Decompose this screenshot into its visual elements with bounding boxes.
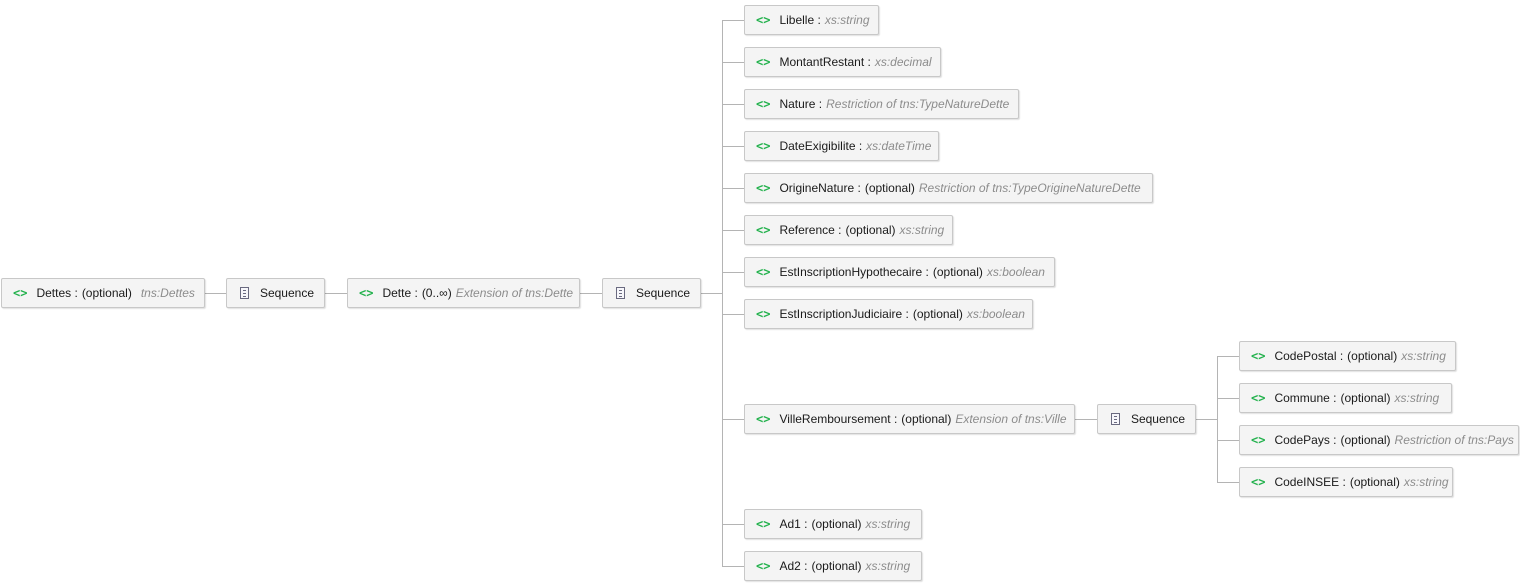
sequence-icon [616, 287, 625, 299]
element-name: CodePays : [1274, 433, 1337, 447]
element-optional: (optional) [912, 307, 963, 321]
sequence-label: Sequence [259, 286, 314, 300]
sequence-label: Sequence [1130, 412, 1185, 426]
element-type: xs:string [1401, 349, 1446, 363]
element-name: VilleRemboursement : [779, 412, 898, 426]
element-icon: <> [756, 139, 771, 153]
element-type: Extension of tns:Dette [455, 286, 574, 300]
element-icon: <> [756, 559, 771, 573]
element-optional: (optional) [1347, 349, 1398, 363]
element-cardinality: (0..∞) [421, 286, 452, 300]
element-type: xs:boolean [986, 265, 1045, 279]
element-type: xs:decimal [874, 55, 932, 69]
element-type: Extension of tns:Ville [955, 412, 1067, 426]
element-type: Restriction of tns:TypeNatureDette [826, 97, 1010, 111]
element-optional: (optional) [81, 286, 132, 300]
element-name: EstInscriptionJudiciaire : [779, 307, 909, 321]
element-name: Commune : [1274, 391, 1337, 405]
element-name: EstInscriptionHypothecaire : [779, 265, 929, 279]
element-icon: <> [756, 181, 771, 195]
element-type: Restriction of tns:TypeOrigineNatureDett… [918, 181, 1141, 195]
element-node-commune[interactable]: <> Commune : (optional) xs:string [1239, 383, 1452, 413]
element-node-nature[interactable]: <> Nature : Restriction of tns:TypeNatur… [744, 89, 1019, 119]
sequence-label: Sequence [635, 286, 690, 300]
element-name: MontantRestant : [779, 55, 871, 69]
sequence-node-ville[interactable]: Sequence [1097, 404, 1196, 434]
element-node-dateexigibilite[interactable]: <> DateExigibilite : xs:dateTime [744, 131, 939, 161]
element-optional: (optional) [1349, 475, 1400, 489]
element-name: Ad1 : [779, 517, 808, 531]
element-optional: (optional) [864, 181, 915, 195]
element-node-libelle[interactable]: <> Libelle : xs:string [744, 5, 879, 35]
element-optional: (optional) [932, 265, 983, 279]
element-type: xs:string [1394, 391, 1440, 405]
sequence-icon [1111, 413, 1120, 425]
element-optional: (optional) [811, 517, 862, 531]
element-type: xs:string [1403, 475, 1449, 489]
element-type: xs:dateTime [866, 139, 932, 153]
element-name: CodeINSEE : [1274, 475, 1346, 489]
element-optional: (optional) [1340, 391, 1391, 405]
element-node-originenature[interactable]: <> OrigineNature : (optional) Restrictio… [744, 173, 1153, 203]
element-icon: <> [756, 265, 771, 279]
element-icon: <> [13, 286, 28, 300]
element-node-codeinsee[interactable]: <> CodeINSEE : (optional) xs:string [1239, 467, 1453, 497]
sequence-node-dettes[interactable]: Sequence [226, 278, 325, 308]
element-icon: <> [1251, 391, 1266, 405]
element-name: DateExigibilite : [779, 139, 863, 153]
element-icon: <> [756, 223, 771, 237]
element-node-dette[interactable]: <> Dette : (0..∞) Extension of tns:Dette [347, 278, 580, 308]
element-name: CodePostal : [1274, 349, 1344, 363]
element-type: xs:string [824, 13, 870, 27]
element-type: xs:string [899, 223, 945, 237]
element-node-dettes[interactable]: <> Dettes : (optional) tns:Dettes [1, 278, 205, 308]
element-node-ad1[interactable]: <> Ad1 : (optional) xs:string [744, 509, 922, 539]
element-node-reference[interactable]: <> Reference : (optional) xs:string [744, 215, 953, 245]
sequence-icon [240, 287, 249, 299]
element-optional: (optional) [901, 412, 952, 426]
element-node-montantrestant[interactable]: <> MontantRestant : xs:decimal [744, 47, 941, 77]
element-icon: <> [1251, 475, 1266, 489]
element-node-estinscriptionjudiciaire[interactable]: <> EstInscriptionJudiciaire : (optional)… [744, 299, 1033, 329]
element-icon: <> [756, 412, 771, 426]
element-node-codepostal[interactable]: <> CodePostal : (optional) xs:string [1239, 341, 1456, 371]
element-name: Libelle : [779, 13, 821, 27]
element-optional: (optional) [845, 223, 896, 237]
element-type: tns:Dettes [140, 286, 195, 300]
element-optional: (optional) [1340, 433, 1391, 447]
element-node-estinscriptionhypothecaire[interactable]: <> EstInscriptionHypothecaire : (optiona… [744, 257, 1055, 287]
element-node-ad2[interactable]: <> Ad2 : (optional) xs:string [744, 551, 922, 581]
element-name: Dettes : [36, 286, 78, 300]
element-name: Reference : [779, 223, 842, 237]
element-type: Restriction of tns:Pays [1394, 433, 1514, 447]
element-type: xs:string [865, 517, 911, 531]
element-icon: <> [1251, 349, 1266, 363]
element-name: Dette : [382, 286, 418, 300]
sequence-node-dette[interactable]: Sequence [602, 278, 701, 308]
element-icon: <> [756, 13, 771, 27]
element-optional: (optional) [811, 559, 862, 573]
element-icon: <> [359, 286, 374, 300]
element-name: Ad2 : [779, 559, 808, 573]
element-type: xs:boolean [966, 307, 1025, 321]
element-icon: <> [756, 97, 771, 111]
element-type: xs:string [865, 559, 911, 573]
element-icon: <> [756, 307, 771, 321]
element-icon: <> [756, 55, 771, 69]
element-node-codepays[interactable]: <> CodePays : (optional) Restriction of … [1239, 425, 1519, 455]
element-icon: <> [1251, 433, 1266, 447]
element-name: Nature : [779, 97, 823, 111]
element-node-villeremboursement[interactable]: <> VilleRemboursement : (optional) Exten… [744, 404, 1075, 434]
element-icon: <> [756, 517, 771, 531]
element-name: OrigineNature : [779, 181, 861, 195]
